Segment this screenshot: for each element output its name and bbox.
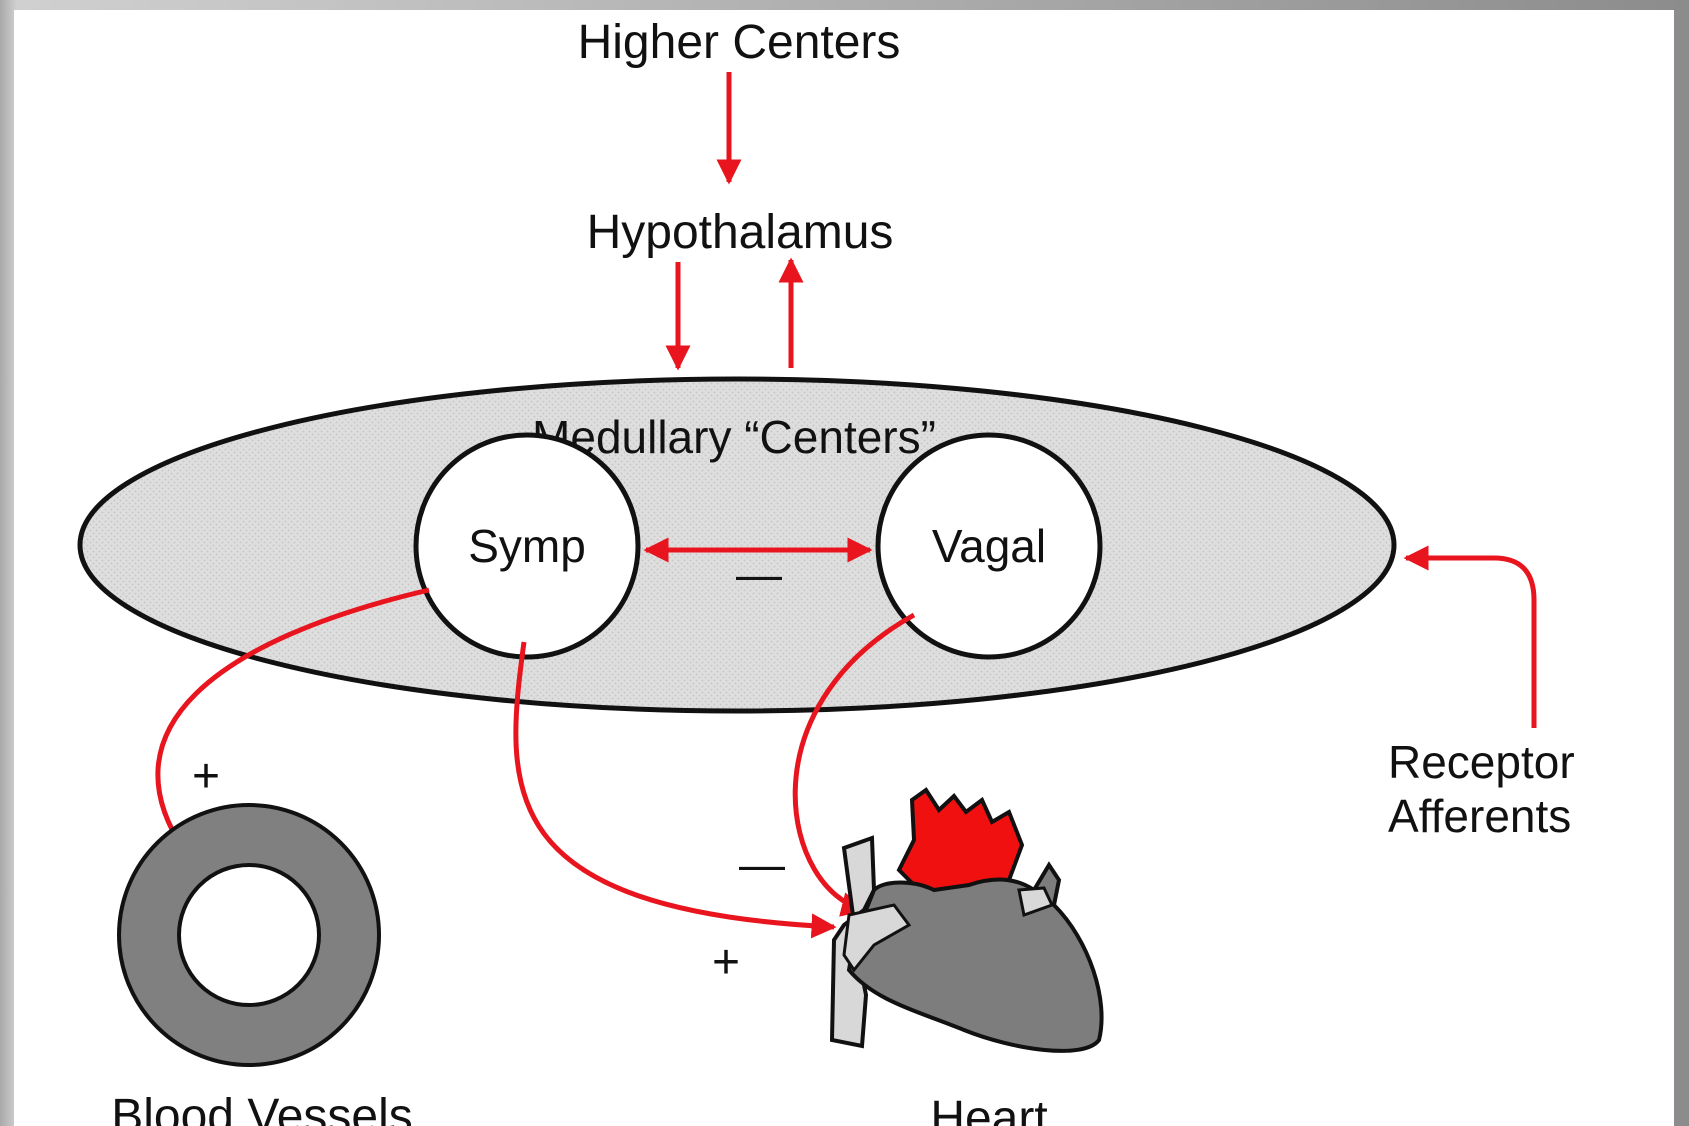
receptor-label-line1: Receptor <box>1388 736 1575 788</box>
heart-icon <box>832 790 1102 1051</box>
heart-label: Heart <box>930 1092 1047 1126</box>
hypothalamus-label: Hypothalamus <box>587 206 894 259</box>
receptor-label-line2: Afferents <box>1388 790 1571 842</box>
arrow-receptor-to-medulla <box>1406 558 1534 728</box>
symp-vagal-sign: — <box>736 548 782 600</box>
vagal-label: Vagal <box>932 520 1046 572</box>
symp-heart-sign: + <box>712 936 740 989</box>
blood-vessel-lumen <box>179 865 319 1005</box>
symp-label: Symp <box>468 520 586 572</box>
higher-centers-label: Higher Centers <box>578 16 901 69</box>
vagal-heart-sign: — <box>739 838 785 890</box>
diagram-svg: Higher Centers Hypothalamus Medullary “C… <box>14 10 1674 1126</box>
blood-vessels-label: Blood Vessels <box>111 1090 413 1126</box>
symp-vessels-sign: + <box>192 750 220 803</box>
diagram-canvas: Higher Centers Hypothalamus Medullary “C… <box>14 10 1674 1126</box>
